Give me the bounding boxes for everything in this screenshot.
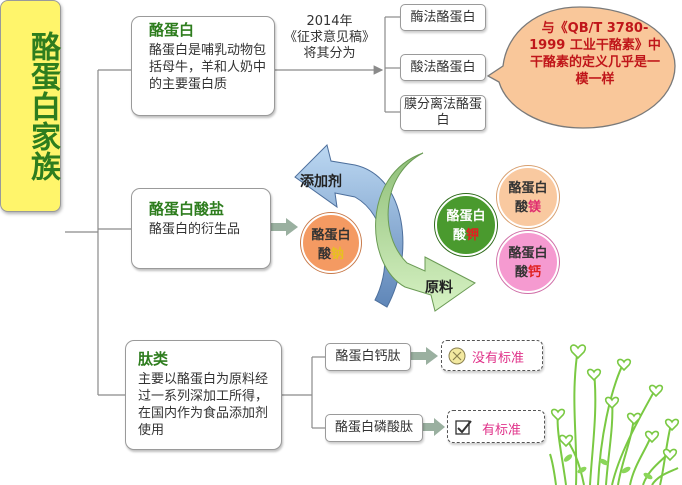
magnesium-line1: 酪蛋白	[508, 181, 548, 196]
casein-node: 酪蛋白 酪蛋白是哺乳动物包括母牛，羊和人奶中的主要蛋白质	[131, 16, 275, 116]
sodium-line1: 酪蛋白	[311, 228, 351, 243]
decorative-heart-plants	[549, 344, 680, 485]
sodium-caseinate: 酪蛋白 酸钠	[301, 213, 361, 273]
potassium-line1: 酪蛋白	[446, 209, 486, 224]
calcium-metal: 钙	[528, 265, 542, 280]
potassium-metal: 钾	[466, 228, 480, 243]
casein-desc: 酪蛋白是哺乳动物包括母牛，羊和人奶中的主要蛋白质	[149, 43, 267, 92]
casein-note: 2014年 《征求意见稿》 将其分为	[282, 14, 377, 62]
peptide-item-cpp-phosphate: 酪蛋白磷酸肽	[325, 414, 423, 442]
magnesium-prefix: 酸	[514, 200, 528, 215]
peptide-title: 肽类	[138, 350, 169, 368]
speech-bubble	[486, 6, 676, 129]
caseinate-node: 酪蛋白酸盐 酪蛋白的衍生品	[131, 188, 271, 269]
method-membrane: 膜分离法酪蛋白	[400, 95, 486, 131]
caseinate-desc: 酪蛋白的衍生品	[149, 222, 241, 237]
calcium-prefix: 酸	[514, 265, 528, 280]
method-acid: 酸法酪蛋白	[400, 54, 486, 81]
calcium-line1: 酪蛋白	[508, 246, 548, 261]
caseinate-title: 酪蛋白酸盐	[149, 200, 225, 218]
checkbox-checked-icon	[455, 420, 472, 435]
root-title: 酪蛋白家族	[25, 31, 60, 181]
potassium-caseinate: 酪蛋白 酸钾	[435, 194, 497, 256]
status-no-standard: 没有标准	[441, 340, 543, 371]
status-has-standard: 有标准	[447, 410, 545, 443]
peptide-node: 肽类 主要以酪蛋白为原料经过一系列深加工所得，在国内作为食品添加剂使用	[125, 340, 282, 450]
magnesium-caseinate: 酪蛋白 酸镁	[497, 166, 559, 228]
casein-title: 酪蛋白	[149, 21, 195, 39]
root-node: 酪蛋白家族	[0, 0, 61, 212]
warning-circle-icon	[448, 347, 466, 365]
additive-label: 添加剂	[300, 174, 342, 190]
note-year: 2014年	[306, 14, 353, 29]
bubble-text: 与《QB/T 3780-1999 工业干酪素》中干酪素的定义几乎是一模一样	[529, 21, 661, 87]
sodium-metal: 钠	[331, 247, 345, 262]
potassium-prefix: 酸	[452, 228, 466, 243]
status-has-standard-text: 有标准	[482, 423, 522, 438]
peptide-desc: 主要以酪蛋白为原料经过一系列深加工所得，在国内作为食品添加剂使用	[138, 372, 269, 438]
method-enzyme: 酶法酪蛋白	[400, 4, 486, 31]
note-classify: 将其分为	[303, 46, 356, 61]
material-label: 原料	[425, 280, 453, 296]
magnesium-metal: 镁	[528, 200, 542, 215]
status-no-standard-text: 没有标准	[472, 351, 525, 366]
peptide-item-cpp-calcium: 酪蛋白钙肽	[325, 343, 411, 371]
calcium-caseinate: 酪蛋白 酸钙	[497, 231, 559, 293]
sodium-prefix: 酸	[317, 247, 331, 262]
note-draft: 《征求意见稿》	[283, 30, 375, 45]
cycle-arrows	[294, 144, 476, 312]
